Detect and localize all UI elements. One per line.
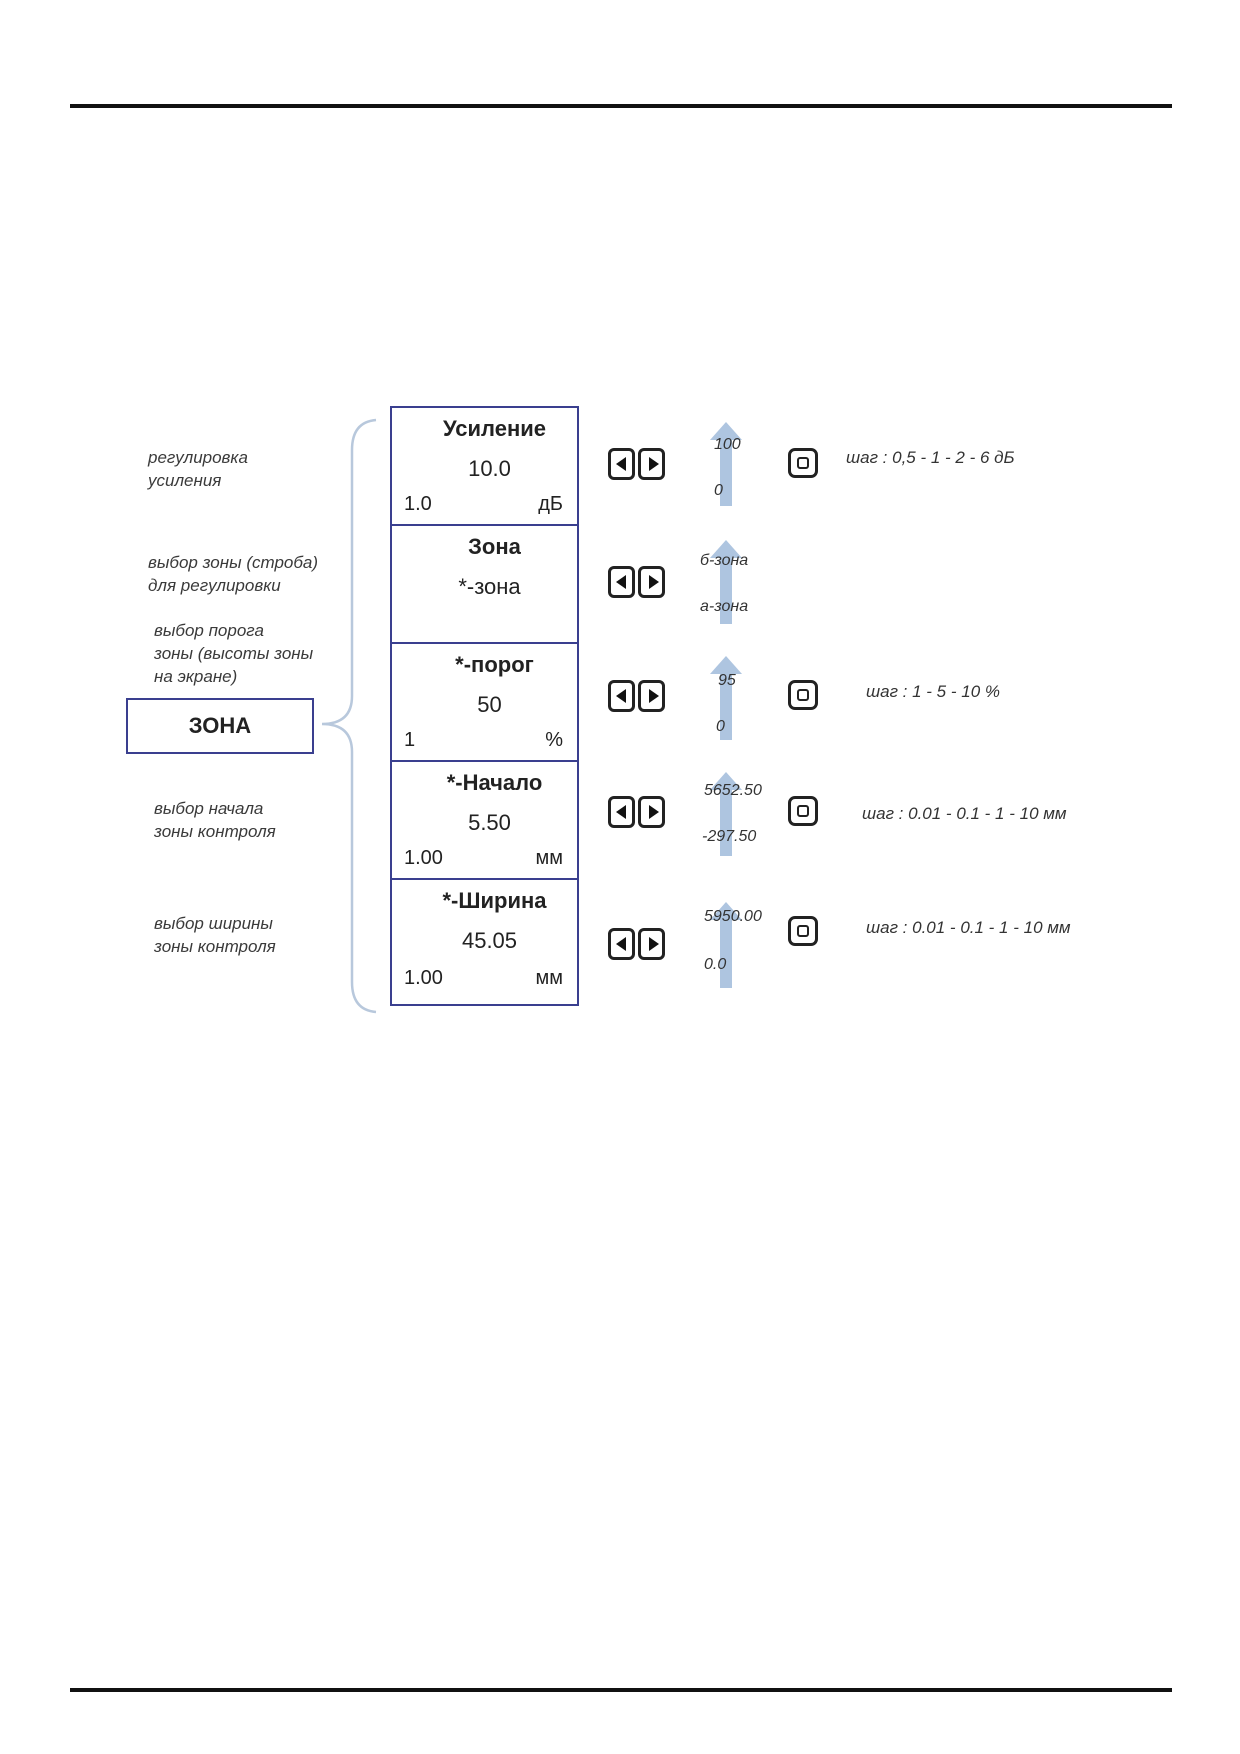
item-value: 50 bbox=[477, 692, 502, 717]
range-max: б-зона bbox=[700, 552, 749, 569]
item-unit: % bbox=[545, 729, 563, 751]
arrow-keys-zone[interactable] bbox=[608, 566, 668, 600]
step-button-width[interactable] bbox=[788, 916, 818, 946]
menu-item-gain[interactable]: Усиление 10.0 1.0 дБ bbox=[392, 408, 577, 526]
step-button-start[interactable] bbox=[788, 796, 818, 826]
description-threshold: выбор порога зоны (высоты зоны на экране… bbox=[154, 621, 314, 686]
description-zone-select: выбор зоны (строба) для регулировки bbox=[148, 553, 319, 595]
item-title: Зона bbox=[468, 534, 521, 559]
arrow-keys-start[interactable] bbox=[608, 796, 668, 830]
item-title: Усиление bbox=[442, 416, 547, 441]
description-start: выбор начала зоны контроля bbox=[154, 799, 276, 841]
item-value: 45.05 bbox=[461, 928, 518, 953]
item-unit: мм bbox=[535, 847, 564, 869]
right-arrow-icon[interactable] bbox=[638, 796, 665, 828]
item-title: *-порог bbox=[455, 652, 534, 677]
range-up-arrow-icon bbox=[706, 422, 746, 506]
left-arrow-icon[interactable] bbox=[608, 796, 635, 828]
left-arrow-icon[interactable] bbox=[608, 680, 635, 712]
left-arrow-icon[interactable] bbox=[608, 566, 635, 598]
menu-item-width[interactable]: *-Ширина 45.05 1.00 мм bbox=[392, 880, 577, 998]
arrow-keys-threshold[interactable] bbox=[608, 680, 668, 714]
description-width: выбор ширины зоны контроля bbox=[154, 914, 276, 956]
item-title: *-Начало bbox=[446, 770, 543, 795]
item-unit: дБ bbox=[538, 493, 563, 515]
step-text-gain: шаг : 0,5 - 1 - 2 - 6 дБ bbox=[846, 448, 1015, 467]
item-step: 1.00 bbox=[404, 847, 443, 869]
range-up-arrow-icon bbox=[706, 772, 746, 856]
brace-icon bbox=[321, 418, 377, 1014]
right-arrow-icon[interactable] bbox=[638, 448, 665, 480]
range-min: а-зона bbox=[700, 598, 749, 615]
range-up-arrow-icon bbox=[706, 656, 746, 740]
item-title: *-Ширина bbox=[442, 888, 547, 913]
right-arrow-icon[interactable] bbox=[638, 680, 665, 712]
item-step: 1.00 bbox=[404, 967, 443, 989]
left-arrow-icon[interactable] bbox=[608, 448, 635, 480]
item-value: *-зона bbox=[458, 574, 521, 599]
menu-item-threshold[interactable]: *-порог 50 1 % bbox=[392, 644, 577, 762]
description-gain: регулировка усиления bbox=[148, 448, 248, 490]
bottom-rule bbox=[70, 1688, 1172, 1692]
item-value: 10.0 bbox=[468, 456, 511, 481]
item-value: 5.50 bbox=[468, 810, 511, 835]
zone-menu: Усиление 10.0 1.0 дБ Зона *-зона *-порог… bbox=[390, 406, 579, 1006]
top-rule bbox=[70, 104, 1172, 108]
menu-item-zone[interactable]: Зона *-зона bbox=[392, 526, 577, 644]
arrow-keys-width[interactable] bbox=[608, 928, 668, 962]
step-button-threshold[interactable] bbox=[788, 680, 818, 710]
range-max: 95 bbox=[718, 672, 736, 689]
step-text-start: шаг : 0.01 - 0.1 - 1 - 10 мм bbox=[862, 804, 1067, 823]
range-min: 0.0 bbox=[704, 956, 727, 973]
item-step: 1.0 bbox=[404, 493, 432, 515]
right-arrow-icon[interactable] bbox=[638, 566, 665, 598]
step-button-gain[interactable] bbox=[788, 448, 818, 478]
range-up-arrow-icon bbox=[706, 902, 746, 988]
menu-label-box: ЗОНА bbox=[126, 698, 314, 754]
right-arrow-icon[interactable] bbox=[638, 928, 665, 960]
item-step: 1 bbox=[404, 729, 416, 751]
range-max: 100 bbox=[714, 436, 741, 453]
left-arrow-icon[interactable] bbox=[608, 928, 635, 960]
menu-item-start[interactable]: *-Начало 5.50 1.00 мм bbox=[392, 762, 577, 880]
range-min: -297.50 bbox=[702, 828, 757, 845]
range-max: 5652.50 bbox=[704, 782, 762, 799]
range-min: 0 bbox=[716, 718, 725, 735]
range-up-arrow-icon bbox=[706, 540, 746, 624]
step-text-width: шаг : 0.01 - 0.1 - 1 - 10 мм bbox=[866, 918, 1071, 937]
range-max: 5950.00 bbox=[704, 908, 762, 925]
arrow-keys-gain[interactable] bbox=[608, 448, 668, 482]
item-unit: мм bbox=[535, 967, 564, 989]
step-text-threshold: шаг : 1 - 5 - 10 % bbox=[866, 682, 1000, 701]
range-min: 0 bbox=[714, 482, 723, 499]
menu-label: ЗОНА bbox=[188, 713, 252, 738]
